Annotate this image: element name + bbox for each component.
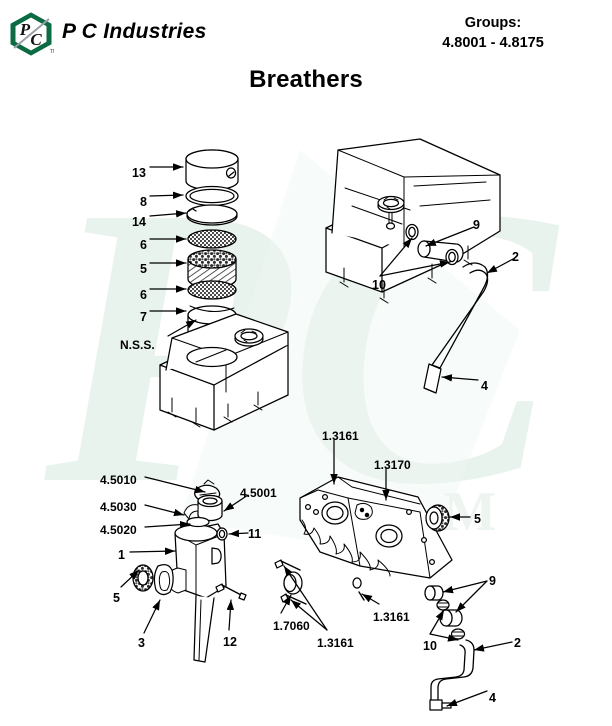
part-filter-disc-6-lower xyxy=(187,280,237,300)
callout-c1: 1 xyxy=(118,548,125,562)
callout-c8: 8 xyxy=(140,195,147,209)
callout-c14: 14 xyxy=(132,215,146,229)
part-rocker-cover-lower xyxy=(159,313,289,431)
callout-c6b: 6 xyxy=(140,288,147,302)
part-connector-4-lower xyxy=(429,699,452,711)
page-title: Breathers xyxy=(249,66,363,93)
callout-c13: 13 xyxy=(132,166,146,180)
callout-c4top: 4 xyxy=(481,379,488,393)
part-timing-cover xyxy=(299,476,453,579)
callout-c13170: 1.3170 xyxy=(374,458,411,472)
callout-c45030: 4.5030 xyxy=(100,500,137,514)
callout-cnss: N.S.S. xyxy=(120,338,155,352)
part-gasket-8 xyxy=(185,185,239,207)
groups-block: Groups: 4.8001 - 4.8175 xyxy=(398,14,588,53)
callout-c11: 11 xyxy=(248,527,262,541)
callout-c45010: 4.5010 xyxy=(100,473,137,487)
part-clamp-10-upper-a xyxy=(405,223,419,241)
part-cap-13 xyxy=(185,149,239,191)
callout-c12: 12 xyxy=(223,635,237,649)
callout-c3: 3 xyxy=(138,636,145,650)
callout-c45001: 4.5001 xyxy=(240,486,277,500)
svg-text:M: M xyxy=(444,481,497,543)
callout-c9top: 9 xyxy=(473,218,480,232)
callout-c10bot: 10 xyxy=(423,639,437,653)
brand-name: P C Industries xyxy=(62,20,207,43)
svg-text:P: P xyxy=(19,20,31,39)
part-clamp-10-lower-a xyxy=(436,599,450,611)
part-plug-5-right xyxy=(425,504,450,532)
part-4-5030-bracket xyxy=(183,504,199,520)
part-bolt-12 xyxy=(215,583,247,601)
part-clamp-11 xyxy=(216,527,228,541)
part-ring-14 xyxy=(186,204,238,226)
oil-fill-cap-lower xyxy=(234,328,264,347)
part-4-5020-seal xyxy=(186,516,210,528)
leader-lines xyxy=(120,163,514,707)
part-4-5001-body xyxy=(197,494,223,522)
part-seal-1-7060 xyxy=(283,571,303,595)
part-tube-9-lower-b xyxy=(439,609,463,627)
callout-c13161b: 1.3161 xyxy=(317,636,354,650)
callout-c2top: 2 xyxy=(512,250,519,264)
part-breather-housing-1 xyxy=(167,523,227,663)
callout-c10top: 10 xyxy=(372,278,386,292)
callout-c5right: 5 xyxy=(474,512,481,526)
part-bolt-1-3161-a xyxy=(274,559,301,571)
part-tube-9-lower-a xyxy=(424,585,444,601)
part-hose-2-lower xyxy=(430,639,475,707)
groups-label: Groups: xyxy=(464,15,522,31)
callout-c13161c: 1.3161 xyxy=(373,610,410,624)
part-gasket-3 xyxy=(153,564,174,596)
svg-text:TM: TM xyxy=(50,49,54,55)
svg-text:C: C xyxy=(30,30,42,49)
part-filter-element-5 xyxy=(187,249,237,289)
oil-fill-cap-upper xyxy=(377,195,405,214)
part-filter-disc-6-upper xyxy=(187,229,237,249)
callout-c5bot: 5 xyxy=(113,591,120,605)
part-bolt-1-3161-c xyxy=(352,577,365,601)
part-connector-4-upper xyxy=(423,363,442,394)
groups-range: 4.8001 - 4.8175 xyxy=(442,34,544,51)
callout-c9bot: 9 xyxy=(489,574,496,588)
part-gasket-5-lower xyxy=(132,564,154,592)
callout-c6a: 6 xyxy=(140,238,147,252)
callout-c5a: 5 xyxy=(140,262,147,276)
callout-c13161a: 1.3161 xyxy=(322,429,359,443)
callout-c2bot: 2 xyxy=(514,636,521,650)
callout-c7: 7 xyxy=(140,310,147,324)
pc-hexagon-logo-icon: P C TM xyxy=(8,12,57,56)
part-clamp-10-lower-b xyxy=(450,628,466,640)
callout-c45020: 4.5020 xyxy=(100,523,137,537)
callout-c17060: 1.7060 xyxy=(273,619,310,633)
callout-c4bot: 4 xyxy=(489,691,496,705)
